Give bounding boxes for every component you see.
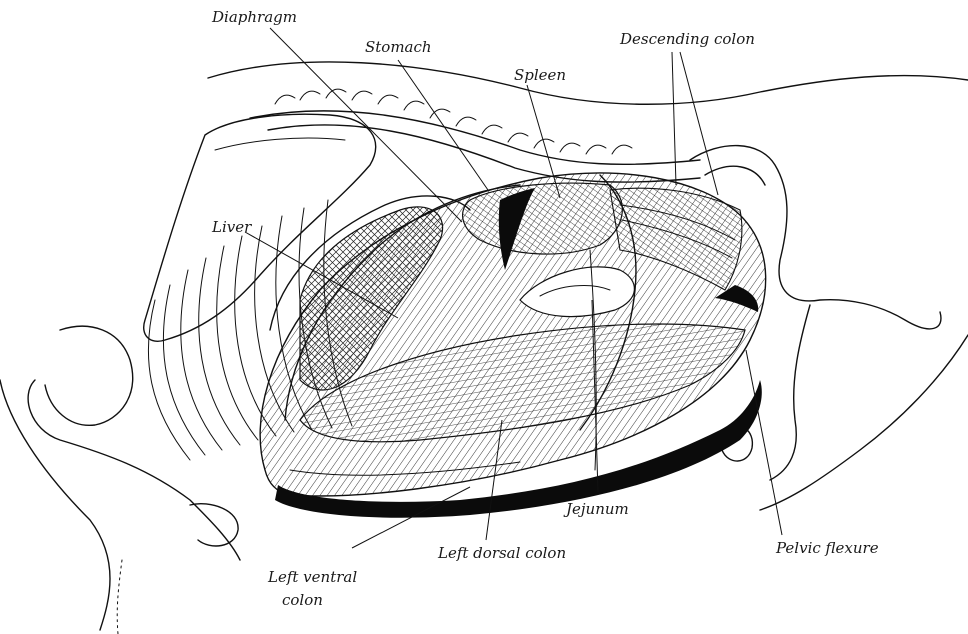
leader-diaphragm <box>270 28 462 222</box>
forelimb-and-sternum <box>28 326 240 560</box>
label-descending-colon: Descending colon <box>619 30 755 48</box>
label-left-ventral-colon-line1: Left ventral <box>267 568 357 586</box>
label-liver: Liver <box>211 218 252 236</box>
label-left-ventral-colon-line2: colon <box>282 591 323 609</box>
label-jejunum: Jejunum <box>563 500 629 518</box>
label-spleen: Spleen <box>514 66 566 84</box>
vertebral-column <box>250 89 700 182</box>
viscera-mass <box>260 173 766 518</box>
label-left-dorsal-colon: Left dorsal colon <box>437 544 566 562</box>
leader-pelvic-flexure <box>746 350 782 535</box>
leader-left-ventral-colon <box>352 487 470 548</box>
label-diaphragm: Diaphragm <box>211 8 297 26</box>
leader-descending-colon-2 <box>680 52 718 195</box>
leader-descending-colon-1 <box>672 52 676 185</box>
label-pelvic-flexure: Pelvic flexure <box>775 539 879 557</box>
label-stomach: Stomach <box>365 38 432 56</box>
